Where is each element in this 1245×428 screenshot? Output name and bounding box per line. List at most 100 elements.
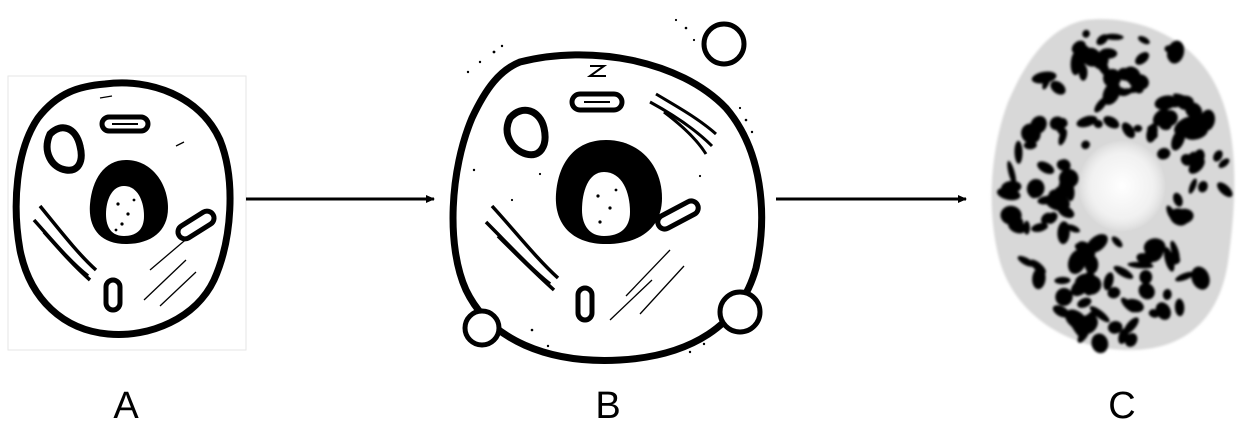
debris-fragment [1058, 168, 1079, 189]
debris-fragment [1057, 221, 1070, 245]
debris-fragment [1111, 236, 1123, 248]
debris-fragment [1086, 234, 1108, 254]
debris-fragment [1023, 220, 1031, 235]
debris-fragment [1197, 181, 1208, 193]
debris-fragment [1213, 150, 1223, 162]
debris-fragment [1128, 74, 1138, 87]
debris-fragment [1052, 305, 1070, 318]
debris-fragment [1217, 182, 1233, 198]
debris-fragment [1117, 67, 1131, 81]
debris-fragment [1154, 95, 1178, 110]
debris-fragment [1169, 208, 1189, 226]
debris-fragment [1107, 287, 1121, 299]
cell-b-cytoskeleton [609, 249, 685, 321]
debris-fragment [1094, 97, 1108, 113]
debris-fragment [1082, 271, 1097, 296]
debris-fragment [1148, 309, 1160, 318]
debris-fragment [1007, 160, 1017, 186]
debris-fragment [1175, 271, 1195, 282]
debris-fragment [1082, 29, 1090, 38]
debris-fragment [1174, 298, 1185, 317]
cell-a-cytoskeleton [99, 95, 197, 307]
panel-label-c: C [1108, 385, 1136, 427]
cell-b-er [649, 92, 717, 155]
debris-fragment [1138, 283, 1155, 300]
cell-a-mitochondrion-bottom [103, 277, 123, 313]
debris-fragment [1017, 255, 1034, 267]
debris-fragment [1103, 272, 1114, 291]
debris-fragment [1125, 333, 1138, 347]
cell-b [449, 18, 766, 364]
debris-fragment [1091, 333, 1109, 354]
debris-fragment [1183, 123, 1208, 140]
debris-fragment [1115, 87, 1128, 96]
cell-a-mitochondrion-right [175, 208, 217, 242]
debris-fragment [996, 187, 1021, 201]
debris-fragment [1031, 222, 1048, 233]
debris-fragment [1152, 108, 1171, 126]
debris-fragment [1077, 297, 1092, 308]
debris-fragment [1185, 102, 1203, 119]
debris-fragment [1071, 40, 1086, 54]
debris-fragment [1042, 71, 1052, 90]
debris-fragment [1191, 266, 1210, 290]
debris-fragment [1081, 140, 1090, 150]
debris-fragment [1067, 249, 1087, 274]
debris-fragment [1093, 119, 1103, 129]
cell-a-nucleolus [106, 186, 144, 236]
debris-fragment [1074, 242, 1087, 253]
debris-fragment [1171, 128, 1186, 151]
debris-fragment [1188, 178, 1197, 194]
debris-fragment [1123, 317, 1139, 334]
debris-fragment [1050, 80, 1066, 95]
cell-b-vesicle [503, 106, 549, 159]
debris-fragment [1165, 252, 1181, 265]
cell-b-mitochondrion-right [655, 198, 701, 232]
cell-a [7, 75, 247, 351]
debris-fragment [1218, 158, 1230, 169]
debris-fragment [1054, 276, 1071, 285]
cell-b-bleb-left [462, 308, 502, 348]
debris-fragment [1046, 212, 1058, 224]
debris-fragment [1180, 153, 1193, 166]
debris-fragment [1084, 254, 1099, 274]
debris-fragment [1138, 35, 1150, 45]
debris-fragment [1037, 161, 1055, 175]
debris-fragment [1162, 289, 1172, 300]
debris-fragment [1139, 270, 1153, 285]
cell-b-mark [586, 65, 608, 77]
cell-a-golgi [32, 204, 98, 282]
cell-a-frame [7, 75, 247, 351]
cell-b-bleb-right [717, 289, 763, 335]
debris-fragment [1000, 205, 1022, 225]
debris-fragment [1173, 192, 1183, 207]
debris-fragment [1032, 267, 1046, 290]
debris-fragment [1133, 124, 1143, 133]
debris-fragment [1135, 51, 1150, 65]
debris-fragment [1157, 147, 1171, 160]
cell-b-bleb-top [701, 21, 747, 67]
debris-fragment [1194, 149, 1205, 164]
cell-a-vesicle [43, 124, 85, 174]
debris-fragment [1129, 81, 1146, 93]
debris-fragment [1113, 265, 1134, 279]
panel-label-a: A [113, 385, 139, 427]
debris-fragment [1055, 287, 1073, 306]
debris-fragment [1056, 159, 1069, 171]
cell-b-nucleolus [582, 172, 630, 236]
cell-c-ghost-nucleus [1078, 140, 1166, 232]
debris-fragment [1070, 50, 1082, 76]
debris-fragment [1084, 309, 1099, 322]
debris-fragment [1144, 239, 1160, 256]
debris-fragment [1121, 122, 1135, 139]
debris-fragment [1045, 193, 1070, 211]
debris-fragment [1059, 118, 1068, 128]
debris-fragment [1103, 116, 1120, 129]
debris-fragment [1107, 321, 1123, 334]
debris-fragment [1026, 178, 1045, 199]
debris-fragment [1103, 33, 1124, 41]
cell-c [991, 19, 1235, 354]
debris-fragment [1014, 140, 1023, 164]
cell-b-mitochondrion-bottom [575, 285, 595, 323]
